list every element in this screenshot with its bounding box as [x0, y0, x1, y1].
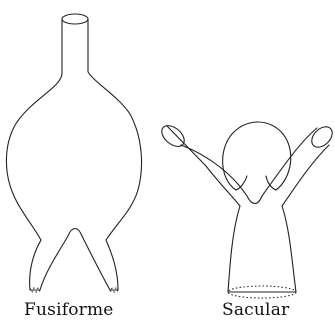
- fusiform-top-opening: [62, 14, 88, 24]
- fusiform-vessel-outline: [6, 19, 141, 290]
- fusiform-label: Fusiforme: [24, 300, 114, 320]
- saccular-vessel-outline: [167, 126, 329, 292]
- saccular-aneurysm-drawing: [158, 122, 335, 298]
- saccular-label: Sacular: [222, 300, 289, 320]
- fusiform-aneurysm-drawing: [6, 14, 141, 292]
- saccular-sac: [223, 122, 291, 190]
- saccular-right-branch-opening: [308, 123, 335, 151]
- saccular-sac-neck: [236, 176, 276, 190]
